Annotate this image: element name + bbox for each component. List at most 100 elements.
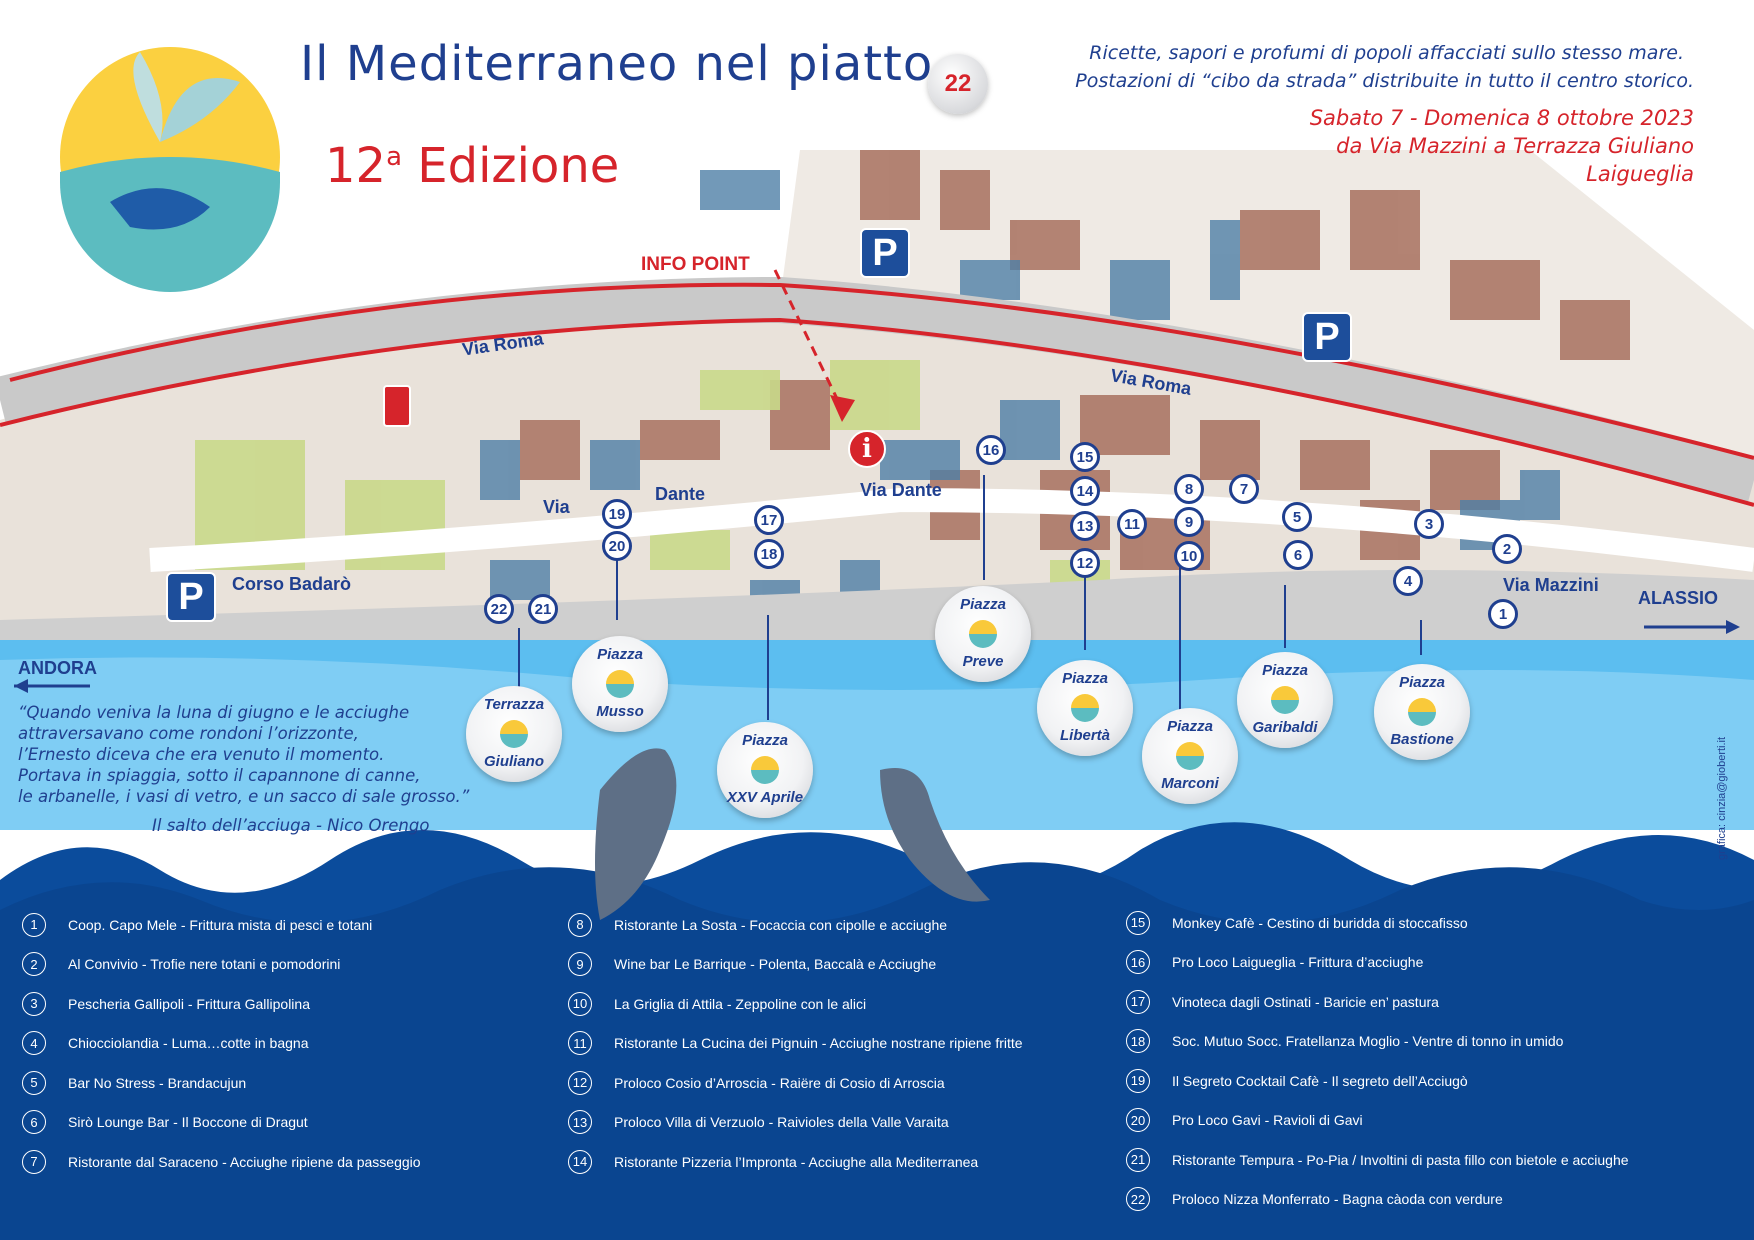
plate-title: Piazza (597, 646, 643, 663)
plate-piazza-musso[interactable]: Piazza Musso (572, 636, 668, 732)
stand-marker-8[interactable]: 8 (1174, 474, 1204, 504)
legend-number: 7 (22, 1149, 46, 1174)
legend-text: Ristorante Tempura - Po-Pia / Involtini … (1172, 1151, 1629, 1168)
place-andora: ANDORA (18, 658, 97, 678)
stand-marker-1[interactable]: 1 (1488, 599, 1518, 629)
stand-marker-4[interactable]: 4 (1393, 566, 1423, 596)
parking-icon[interactable]: P (166, 572, 216, 622)
legend-text: Ristorante dal Saraceno - Acciughe ripie… (68, 1153, 421, 1170)
legend-number: 4 (22, 1031, 46, 1056)
legend-number: 6 (22, 1110, 46, 1135)
event-route: da Via Mazzini a Terrazza Giuliano (1336, 134, 1694, 158)
stand-marker-9[interactable]: 9 (1174, 507, 1204, 537)
stand-marker-17[interactable]: 17 (754, 505, 784, 535)
legend-number: 3 (22, 991, 46, 1016)
fuel-station-icon (383, 385, 411, 427)
street-corso-badaro: Corso Badarò (232, 574, 352, 594)
plate-name: Preve (962, 653, 1004, 670)
info-icon[interactable]: i (848, 430, 886, 468)
quote-author: Il salto dell’acciuga - Nico Orengo (152, 816, 430, 835)
legend-item: 20 Pro Loco Gavi - Ravioli di Gavi (1126, 1101, 1629, 1141)
street-dante: Dante (655, 484, 706, 504)
street-via-mazzini: Via Mazzini (1503, 575, 1599, 595)
street-via: Via (543, 497, 570, 517)
plate-piazza-liberta[interactable]: Piazza Libertà (1037, 660, 1133, 756)
stand-marker-19[interactable]: 19 (602, 499, 632, 529)
plate-title: Piazza (742, 732, 788, 749)
legend-text: Pro Loco Gavi - Ravioli di Gavi (1172, 1112, 1363, 1129)
stand-marker-14[interactable]: 14 (1070, 476, 1100, 506)
stand-marker-13[interactable]: 13 (1070, 511, 1100, 541)
plate-piazza-preve[interactable]: Piazza Preve (935, 586, 1031, 682)
legend-text: Soc. Mutuo Socc. Fratellanza Moglio - Ve… (1172, 1033, 1564, 1050)
stand-marker-7[interactable]: 7 (1229, 474, 1259, 504)
stand-marker-5[interactable]: 5 (1282, 502, 1312, 532)
plate-terrazza-giuliano[interactable]: Terrazza Giuliano (466, 686, 562, 782)
plate-piazza-marconi[interactable]: Piazza Marconi (1142, 708, 1238, 804)
legend-number: 18 (1126, 1029, 1150, 1054)
stand-marker-11[interactable]: 11 (1117, 509, 1147, 539)
plate-title: Terrazza (483, 696, 545, 713)
quote-line: l’Ernesto diceva che era venuto il momen… (18, 745, 385, 764)
parking-icon[interactable]: P (1302, 312, 1352, 362)
stand-marker-18[interactable]: 18 (754, 539, 784, 569)
edition-label: 12a Edizione (325, 138, 619, 194)
legend-text: Proloco Villa di Verzuolo - Raivioles de… (614, 1114, 949, 1131)
edition-number: 12 (325, 138, 387, 194)
legend-number: 11 (568, 1031, 592, 1056)
legend-text: Ristorante Pizzeria l’Impronta - Acciugh… (614, 1153, 979, 1170)
quote-line: “Quando veniva la luna di giugno e le ac… (18, 703, 410, 722)
logo-icon (1071, 694, 1099, 722)
stand-marker-6[interactable]: 6 (1283, 540, 1313, 570)
stand-marker-21[interactable]: 21 (528, 594, 558, 624)
stand-marker-10[interactable]: 10 (1174, 541, 1204, 571)
legend-number: 13 (568, 1110, 592, 1135)
plate-title: Piazza (960, 596, 1006, 613)
stand-marker-15[interactable]: 15 (1070, 442, 1100, 472)
plate-piazza-bastione[interactable]: Piazza Bastione (1374, 664, 1470, 760)
legend-number: 20 (1126, 1108, 1150, 1133)
legend-text: Chiocciolandia - Luma…cotte in bagna (68, 1035, 309, 1052)
plate-title: Piazza (1262, 662, 1308, 679)
legend-number: 8 (568, 912, 592, 937)
legend-text: Sirò Lounge Bar - Il Boccone di Dragut (68, 1114, 308, 1131)
logo-icon (1408, 698, 1436, 726)
quote-line: attraversavano come rondoni l’orizzonte, (18, 724, 359, 743)
stand-marker-2[interactable]: 2 (1492, 534, 1522, 564)
stand-marker-12[interactable]: 12 (1070, 548, 1100, 578)
stand-marker-16[interactable]: 16 (976, 435, 1006, 465)
literary-quote: “Quando veniva la luna di giugno e le ac… (18, 702, 469, 807)
plate-piazza-xxv-aprile[interactable]: Piazza XXV Aprile (717, 722, 813, 818)
legend-number: 22 (1126, 1187, 1150, 1212)
legend-number: 2 (22, 952, 46, 977)
event-date: Sabato 7 - Domenica 8 ottobre 2023 (1309, 106, 1694, 130)
legend-item: 18 Soc. Mutuo Socc. Fratellanza Moglio - … (1126, 1022, 1629, 1062)
legend-item: 6 Sirò Lounge Bar - Il Boccone di Dragut (22, 1103, 421, 1143)
stand-marker-20[interactable]: 20 (602, 531, 632, 561)
legend-item: 13 Proloco Villa di Verzuolo - Raivioles … (568, 1103, 1023, 1143)
event-town: Laigueglia (1586, 162, 1694, 186)
stand-marker-22[interactable]: 22 (484, 594, 514, 624)
parking-icon[interactable]: P (860, 228, 910, 278)
legend-number: 10 (568, 991, 592, 1016)
legend-number: 1 (22, 912, 46, 937)
logo-icon (500, 720, 528, 748)
plate-piazza-garibaldi[interactable]: Piazza Garibaldi (1237, 652, 1333, 748)
stand-marker-3[interactable]: 3 (1414, 509, 1444, 539)
plate-title: Piazza (1062, 670, 1108, 687)
legend-number: 9 (568, 952, 592, 977)
logo-icon (606, 670, 634, 698)
legend-text: Pro Loco Laigueglia - Frittura d’acciugh… (1172, 954, 1424, 971)
page-title: Il Mediterraneo nel piatto (300, 36, 934, 92)
